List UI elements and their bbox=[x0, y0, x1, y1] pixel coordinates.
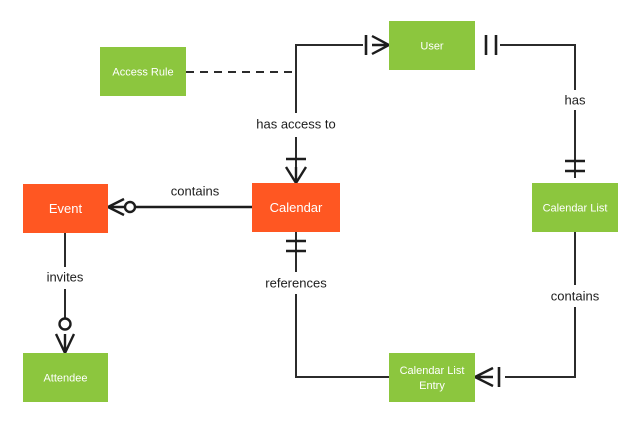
cardinality-event-right-zero-or-many bbox=[107, 197, 137, 217]
entity-attendee[interactable]: Attendee bbox=[23, 353, 108, 402]
crowsfoot-left bbox=[107, 197, 125, 217]
entity-calendar-list-entry-label-line2: Entry bbox=[419, 380, 445, 392]
entity-event-label: Event bbox=[49, 201, 83, 216]
relationship-label-invites: invites bbox=[47, 269, 84, 284]
crowsfoot-left bbox=[474, 366, 494, 388]
cardinality-entry-right-one-or-many bbox=[474, 366, 501, 388]
entity-calendar-list[interactable]: Calendar List bbox=[532, 183, 618, 232]
entity-attendee-rect[interactable] bbox=[23, 353, 108, 402]
entity-user-rect[interactable] bbox=[389, 21, 475, 70]
connector-user-has-calendar-list bbox=[500, 44, 576, 178]
entity-calendar-rect[interactable] bbox=[252, 183, 340, 232]
cardinality-user-right-exactly-one bbox=[484, 35, 498, 55]
has-access-to-line-upper bbox=[295, 44, 363, 113]
zero-ring bbox=[123, 200, 137, 214]
relationship-label-has: has bbox=[565, 92, 586, 107]
zero-ring bbox=[58, 317, 72, 331]
crowsfoot-left bbox=[371, 34, 390, 56]
cardinality-calendar-list-top-exactly-one bbox=[565, 159, 585, 173]
entity-user-label: User bbox=[420, 40, 444, 52]
relationship-label-contains-list-entry: contains bbox=[551, 288, 600, 303]
relationship-label-references: references bbox=[265, 275, 327, 290]
entity-access-rule[interactable]: Access Rule bbox=[100, 47, 186, 96]
entity-attendee-label: Attendee bbox=[43, 372, 87, 384]
crowsfoot-up bbox=[284, 166, 308, 184]
entity-access-rule-rect[interactable] bbox=[100, 47, 186, 96]
crowsfoot-down bbox=[54, 333, 76, 354]
entity-user[interactable]: User bbox=[389, 21, 475, 70]
entity-event[interactable]: Event bbox=[23, 184, 108, 233]
has-line-upper bbox=[500, 44, 576, 90]
references-line-lower bbox=[295, 294, 389, 378]
entity-calendar-list-label: Calendar List bbox=[543, 202, 608, 214]
entity-calendar-label: Calendar bbox=[270, 200, 323, 215]
connector-calendar-list-contains-entry bbox=[505, 232, 576, 378]
entity-event-rect[interactable] bbox=[23, 184, 108, 233]
relationship-label-has-access-to: has access to bbox=[256, 116, 336, 131]
entity-calendar-list-entry[interactable]: Calendar List Entry bbox=[389, 353, 475, 402]
entity-access-rule-label: Access Rule bbox=[112, 66, 173, 78]
entity-calendar[interactable]: Calendar bbox=[252, 183, 340, 232]
cardinality-calendar-bottom-exactly-one bbox=[286, 239, 306, 253]
relationship-label-contains-event-calendar: contains bbox=[171, 183, 220, 198]
entity-calendar-list-entry-rect[interactable] bbox=[389, 353, 475, 402]
connector-calendar-references-entry bbox=[295, 232, 389, 378]
cardinality-attendee-top-zero-or-many bbox=[54, 317, 76, 354]
connector-has-access-to bbox=[295, 44, 363, 178]
entity-calendar-list-entry-label-line1: Calendar List bbox=[400, 365, 465, 377]
cardinality-calendar-top-one-or-many bbox=[284, 157, 308, 184]
contains-right-line-lower bbox=[505, 307, 576, 378]
entity-calendar-list-rect[interactable] bbox=[532, 183, 618, 232]
cardinality-user-left-one-or-many bbox=[364, 34, 390, 56]
